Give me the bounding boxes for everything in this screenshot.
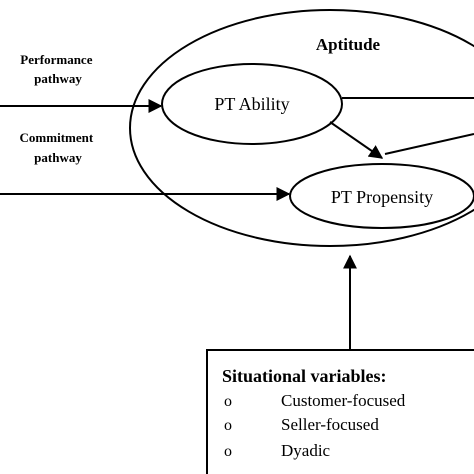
commitment-pathway-line-1: Commitment xyxy=(20,130,94,145)
ability-to-propensity-arrow xyxy=(329,121,384,159)
item-customer-focused: Customer-focused xyxy=(281,391,406,410)
situational-variables-title: Situational variables: xyxy=(222,366,387,386)
aptitude-ellipse xyxy=(129,9,474,247)
commitment-pathway-label: Commitment pathway xyxy=(20,130,97,165)
performance-pathway-line-1: Performance xyxy=(20,52,92,67)
bullet-customer-focused: o xyxy=(224,393,232,410)
commitment-pathway-line-2: pathway xyxy=(34,150,82,165)
bullet-seller-focused: o xyxy=(224,417,232,434)
propensity-output-line xyxy=(384,133,474,155)
pt-propensity-label: PT Propensity xyxy=(331,187,433,207)
item-seller-focused: Seller-focused xyxy=(281,415,379,434)
situational-variables-box xyxy=(206,349,474,474)
bullet-dyadic: o xyxy=(224,443,232,460)
pt-ability-label: PT Ability xyxy=(214,94,289,114)
performance-pathway-line-2: pathway xyxy=(34,71,82,86)
aptitude-label: Aptitude xyxy=(316,35,381,54)
performance-pathway-label: Performance pathway xyxy=(20,52,95,86)
item-dyadic: Dyadic xyxy=(281,441,331,460)
